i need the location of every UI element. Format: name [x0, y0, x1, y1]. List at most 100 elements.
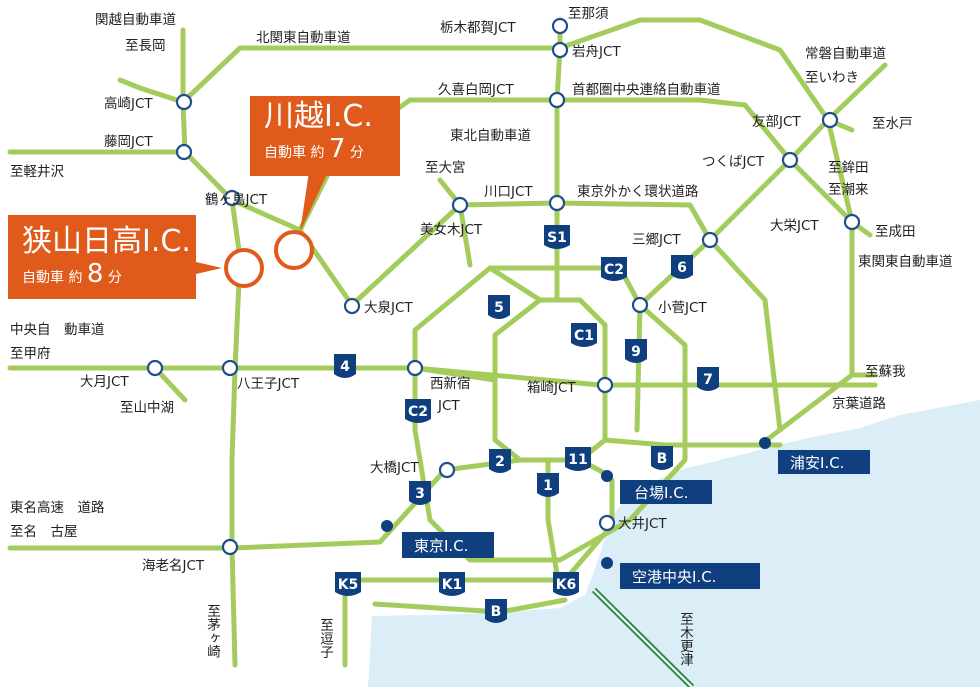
route-shield: K6: [553, 572, 579, 596]
label-soga: 至蘇我: [865, 364, 906, 380]
route-shield-label: 3: [415, 486, 425, 502]
ic-airport: 空港中央I.C.: [632, 568, 716, 586]
route-shield: C1: [571, 323, 597, 347]
route-shield-label: B: [491, 604, 502, 620]
label-chuo: 中央自 動車道: [10, 322, 105, 338]
callout-kawagoe-name: 川越I.C.: [264, 99, 373, 134]
callout-sayama-hidaka: 狭山日高I.C. 自動車 約 8 分: [8, 215, 196, 299]
route-shield: K5: [335, 572, 361, 596]
ic-daiba: 台場I.C.: [634, 484, 688, 502]
highlight-ic-markers: [196, 165, 330, 288]
label-hokota: 至鉾田: [828, 160, 869, 176]
jct-fujioka: 藤岡JCT: [104, 134, 153, 150]
route-shield: S1: [544, 225, 570, 249]
route-shield-label: K1: [442, 577, 463, 593]
label-nagaoka: 至長岡: [125, 38, 166, 54]
route-shield: B: [651, 446, 673, 470]
label-tohoku: 東北自動車道: [450, 128, 531, 144]
route-shield: 2: [489, 449, 511, 473]
jct-tsukuba: つくばJCT: [702, 154, 765, 170]
label-kanetsu: 関越自動車道: [95, 12, 176, 28]
route-shield-label: 1: [543, 478, 553, 494]
ic-tokyo: 東京I.C.: [414, 537, 468, 555]
route-shield: 6: [671, 255, 693, 279]
jct-koiwa: 小菅JCT: [658, 300, 707, 316]
label-ken-o: 首都圏中央連絡自動車道: [572, 82, 721, 98]
route-shield-label: C1: [574, 328, 594, 344]
label-higashi-kanto: 東関東自動車道: [858, 254, 953, 270]
route-shield-label: B: [657, 451, 668, 467]
route-shield-label: 7: [703, 372, 713, 388]
route-shield: C2: [601, 257, 627, 281]
label-kofu: 至甲府: [10, 346, 51, 362]
route-shield: 11: [565, 447, 591, 471]
route-shield: 9: [625, 339, 647, 363]
route-shield: C2: [405, 399, 431, 423]
route-shield-label: K5: [338, 577, 359, 593]
jct-otsuki: 大月JCT: [80, 374, 129, 390]
label-omiya: 至大宮: [425, 160, 466, 176]
label-itako: 至潮来: [828, 182, 869, 198]
label-narita: 至成田: [875, 224, 916, 240]
route-shield: B: [485, 599, 507, 623]
junction-labels: 栃木都賀JCT 岩舟JCT 久喜白岡JCT 高崎JCT 藤岡JCT 鶴ヶ島JCT…: [80, 20, 819, 574]
label-mito: 至水戸: [872, 116, 913, 132]
junction-markers: [146, 17, 861, 569]
callout-kawagoe: 川越I.C. 自動車 約 7 分: [250, 96, 400, 176]
jct-taiei: 大栄JCT: [770, 218, 819, 234]
jct-takasaki: 高崎JCT: [104, 95, 153, 112]
route-shield-label: 11: [568, 452, 587, 468]
callout-sayama-name: 狭山日高I.C.: [22, 224, 191, 259]
jct-ebina: 海老名JCT: [142, 558, 205, 574]
ic-urayasu: 浦安I.C.: [790, 454, 844, 472]
route-shield: 1: [537, 473, 559, 497]
label-zushi: 至逗子: [317, 618, 334, 659]
route-shield-label: 5: [494, 300, 504, 316]
label-tomei: 東名高速 道路: [10, 499, 105, 516]
jct-hachioji: 八王子JCT: [237, 376, 300, 392]
label-joban: 常磐自動車道: [805, 46, 886, 62]
route-shield-label: 6: [677, 260, 687, 276]
jct-kawaguchi: 川口JCT: [484, 184, 533, 200]
jct-ohashi: 大橋JCT: [370, 460, 419, 476]
jct-nishi-shinjuku-2: JCT: [437, 398, 460, 414]
jct-kuki-shiraoka: 久喜白岡JCT: [438, 82, 514, 98]
label-kitakanto: 北関東自動車道: [256, 30, 351, 46]
jct-misato: 三郷JCT: [632, 232, 681, 248]
jct-tsurugashima: 鶴ヶ島JCT: [205, 191, 268, 208]
label-yamanakako: 至山中湖: [120, 400, 174, 416]
ic-labels: 浦安I.C. 台場I.C. 東京I.C. 空港中央I.C.: [402, 450, 870, 589]
label-gaikan: 東京外かく環状道路: [577, 184, 699, 200]
jct-oi: 大井JCT: [618, 516, 667, 532]
jct-hakozaki: 箱崎JCT: [527, 380, 576, 396]
callout-kawagoe-time: 自動車 約 7 分: [264, 134, 364, 164]
label-nasu: 至那須: [568, 6, 609, 22]
label-karuizawa: 至軽井沢: [10, 164, 64, 180]
route-shield: 3: [409, 481, 431, 505]
route-shield-label: S1: [547, 230, 567, 246]
route-shield-label: 4: [340, 359, 350, 375]
route-shield-label: 2: [495, 454, 505, 470]
route-shield: K1: [439, 572, 465, 596]
label-iwaki: 至いわき: [805, 70, 859, 86]
route-shield: 7: [697, 367, 719, 391]
jct-nishi-shinjuku: 西新宿: [430, 375, 471, 392]
label-keiyo: 京葉道路: [832, 396, 886, 412]
label-kisarazu: 至木更津: [677, 612, 694, 666]
aqualine: [591, 587, 695, 687]
road-labels: 関越自動車道 至長岡 北関東自動車道 至軽井沢 至那須 首都圏中央連絡自動車道 …: [10, 6, 953, 666]
route-shield-label: K6: [556, 577, 577, 593]
label-chigasaki: 至茅ヶ崎: [204, 604, 221, 658]
jct-tochigi-tsuga: 栃木都賀JCT: [440, 20, 516, 36]
route-shield: 5: [488, 295, 510, 319]
route-shield-label: 9: [631, 344, 641, 360]
callout-sayama-time: 自動車 約 8 分: [22, 259, 122, 289]
jct-bijogi: 美女木JCT: [420, 221, 483, 238]
jct-oizumi: 大泉JCT: [364, 299, 413, 316]
route-shield-label: C2: [604, 262, 624, 278]
route-shield: 4: [334, 354, 356, 378]
route-shield-label: C2: [408, 404, 428, 420]
label-nagoya: 至名 古屋: [10, 524, 78, 540]
